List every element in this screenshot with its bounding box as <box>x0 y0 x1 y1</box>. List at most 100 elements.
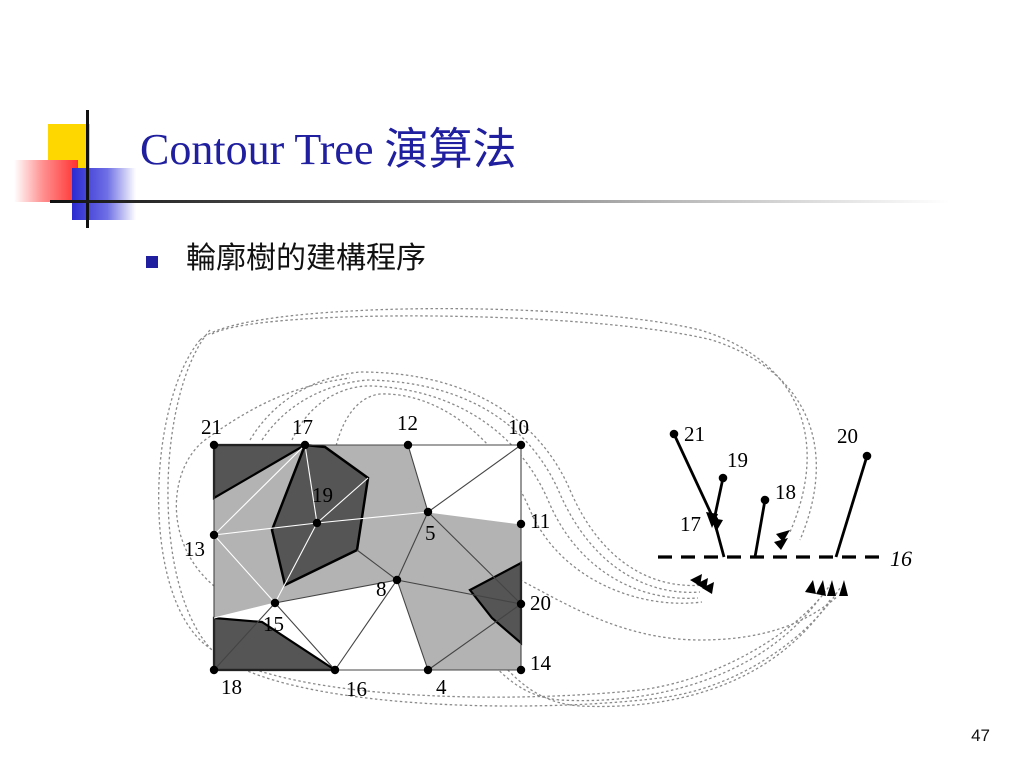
edge <box>396 511 429 581</box>
tree-node-18 <box>760 495 770 505</box>
label-14: 14 <box>530 651 552 675</box>
vertex-5 <box>423 507 433 517</box>
arrowhead-18a <box>776 530 790 542</box>
tree-label-18: 18 <box>775 480 796 504</box>
flow-curves <box>158 307 841 708</box>
vertex-17 <box>300 440 310 450</box>
arrowhead-20b <box>816 580 826 596</box>
edge <box>213 522 318 536</box>
flow-curve-top-2 <box>211 315 817 541</box>
tree-label-20: 20 <box>837 424 858 448</box>
mesh-edges <box>213 444 522 671</box>
bullet-text: 輪廓樹的建構程序 <box>186 242 426 275</box>
edge <box>213 444 306 536</box>
tree-edge-21-17 <box>672 433 716 521</box>
vertex-19 <box>312 518 322 528</box>
tree-label-17: 17 <box>680 512 701 536</box>
flow-curve-12 <box>329 393 703 604</box>
vertex-14 <box>516 665 526 675</box>
label-4: 4 <box>436 675 447 699</box>
arrowhead-17b <box>711 518 723 532</box>
mesh-vertices <box>209 440 526 675</box>
bullet-square-icon <box>146 256 158 268</box>
flow-curve-17 <box>291 385 699 599</box>
vertex-11 <box>516 519 526 529</box>
tree-edge-18-16 <box>753 499 767 558</box>
edge <box>427 444 522 513</box>
tree-node-19 <box>718 473 728 483</box>
label-12: 12 <box>397 411 418 435</box>
flow-curve-14 <box>449 597 821 702</box>
edge <box>334 579 398 671</box>
tree-edge-19-17 <box>712 477 725 521</box>
arrowhead-20a <box>805 580 816 594</box>
contour-tree-figure: 21 17 12 10 19 5 11 13 8 20 15 14 18 16 … <box>158 307 912 708</box>
vertex-15 <box>270 598 280 608</box>
edge <box>396 579 429 671</box>
vertex-16 <box>330 665 340 675</box>
flow-curve-outer <box>158 339 831 698</box>
edge <box>396 579 522 605</box>
decor-blue-square <box>72 168 136 220</box>
edge <box>274 602 336 671</box>
vertex-18 <box>209 665 219 675</box>
arrowhead-16c <box>702 582 714 594</box>
label-20: 20 <box>530 591 551 615</box>
flow-curve-19b <box>261 379 701 593</box>
label-11: 11 <box>530 509 550 533</box>
tree-label-19: 19 <box>727 448 748 472</box>
edge <box>316 477 369 524</box>
vertex-20 <box>516 599 526 609</box>
vertex-13 <box>209 530 219 540</box>
edge <box>213 602 276 619</box>
label-13: 13 <box>184 537 205 561</box>
edge <box>427 511 522 605</box>
arrowhead-18b <box>774 538 788 550</box>
tree-edge-20-16 <box>834 455 869 558</box>
edge <box>427 511 522 525</box>
vertex-12 <box>403 440 413 450</box>
tree-label-21: 21 <box>684 422 705 446</box>
label-16: 16 <box>346 677 367 701</box>
edge <box>407 444 429 513</box>
edge <box>316 511 429 524</box>
tree-label-16: 16 <box>890 546 912 571</box>
flow-curve-top <box>199 307 808 533</box>
vertex-21 <box>209 440 219 450</box>
label-5: 5 <box>425 521 436 545</box>
label-10: 10 <box>508 415 529 439</box>
edge <box>274 522 318 604</box>
label-19: 19 <box>312 483 333 507</box>
flow-curve-13 <box>175 377 351 601</box>
tree-node-21 <box>669 429 679 439</box>
edge <box>427 603 522 671</box>
label-15: 15 <box>263 612 284 636</box>
arrowhead-20d <box>839 580 848 596</box>
mesh-labels: 21 17 12 10 19 5 11 13 8 20 15 14 18 16 … <box>184 411 552 701</box>
flow-curve-20 <box>519 579 839 641</box>
flow-curve-outer-2 <box>167 329 841 707</box>
slide-title: Contour Tree 演算法 <box>140 125 517 174</box>
label-17: 17 <box>292 415 313 439</box>
edge <box>213 602 276 671</box>
label-18: 18 <box>221 675 242 699</box>
page-number: 47 <box>971 726 990 745</box>
region-white-lower <box>275 580 397 670</box>
flow-curve-14b <box>469 599 831 708</box>
vertex-10 <box>516 440 526 450</box>
vertex-4 <box>423 665 433 675</box>
tree-arrowheads <box>690 512 848 596</box>
decor-red-square <box>14 160 78 202</box>
arrowhead-20c <box>827 580 836 596</box>
contour-tree: 21 19 18 17 20 16 <box>658 422 912 596</box>
label-8: 8 <box>376 577 387 601</box>
vertex-8 <box>392 575 402 585</box>
label-21: 21 <box>201 415 222 439</box>
decor-vertical-line <box>86 110 89 228</box>
edge <box>274 579 398 604</box>
edge <box>213 534 276 604</box>
tree-node-20 <box>862 451 872 461</box>
edge <box>304 444 318 524</box>
edge <box>356 549 398 581</box>
